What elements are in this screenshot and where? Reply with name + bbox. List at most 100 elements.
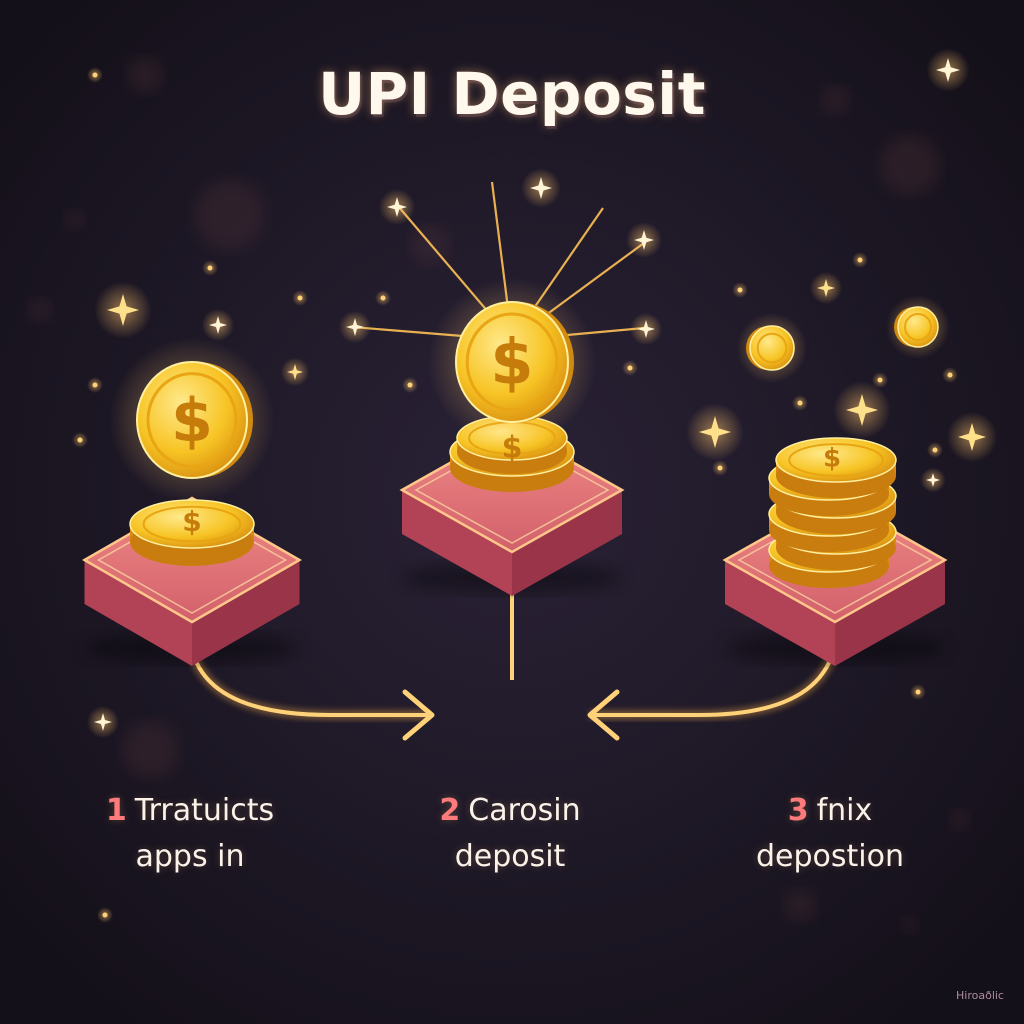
bokeh-1: [195, 180, 265, 250]
star-11: [920, 467, 946, 493]
coin-small-1-rim: [756, 332, 788, 364]
star-2-shape: [209, 316, 227, 334]
coin-2-standing-symbol: $: [490, 326, 533, 399]
bokeh-4: [821, 86, 849, 114]
star-10: [946, 411, 998, 463]
star-4: [379, 189, 415, 225]
bokeh-7: [784, 889, 816, 921]
arrow-left-head: [402, 689, 435, 741]
dot-3: [77, 437, 83, 443]
dot-17: [877, 377, 883, 383]
bokeh-0: [127, 57, 163, 93]
dot-10: [947, 372, 953, 378]
bokeh-9: [28, 298, 52, 322]
coin-small-1-face: [749, 325, 795, 371]
star-8-shape: [699, 416, 731, 448]
star-1-shape: [107, 294, 139, 326]
star-1: [94, 281, 152, 339]
step-2-number: 2: [439, 793, 461, 828]
dot-11: [797, 400, 803, 406]
step-3-line1: fnix: [816, 793, 873, 828]
dot-16: [932, 447, 938, 453]
step-3-number: 3: [787, 793, 809, 828]
dot-5: [380, 295, 386, 301]
star-3: [521, 168, 561, 208]
coin-1-standing: $: [109, 337, 275, 503]
sparkle-stars: [86, 48, 998, 739]
dot-0: [92, 72, 98, 78]
dot-8: [627, 365, 633, 371]
coin-2-standing-rim: [465, 312, 559, 412]
star-9: [833, 381, 891, 439]
star-5: [626, 222, 662, 258]
star-13-shape: [287, 364, 303, 380]
dot-7: [737, 287, 743, 293]
star-2: [201, 308, 235, 342]
star-8: [686, 403, 744, 461]
bokeh-8: [902, 917, 918, 933]
coin-3-stack-5: [775, 437, 897, 498]
coin-3-stack-5-top: [775, 437, 897, 483]
star-0: [926, 48, 970, 92]
coin-1-standing-rim: [146, 372, 238, 468]
star-12: [809, 271, 843, 305]
coin-1-flat-symbol: $: [182, 505, 201, 538]
dot-9: [407, 382, 413, 388]
platform-3-right-face: [835, 560, 945, 666]
star-13: [280, 357, 310, 387]
star-10-shape: [958, 423, 986, 451]
coin-2-standing: $: [428, 278, 596, 446]
bokeh-10: [950, 810, 970, 830]
coin-small-2: [886, 295, 950, 359]
coin-small-2-rim: [904, 313, 932, 341]
coin-small-1: [736, 312, 808, 384]
dot-12: [717, 465, 723, 471]
coins: $$$$$: [109, 278, 950, 588]
star-14-shape: [94, 713, 112, 731]
dot-14: [102, 912, 108, 918]
dot-1: [207, 265, 213, 271]
coin-1-standing-symbol: $: [171, 386, 213, 456]
bokeh-6: [122, 722, 178, 778]
bokeh-particles: [28, 57, 970, 933]
coin-small-2-face: [897, 306, 939, 348]
star-6-shape: [346, 318, 364, 336]
star-7-shape: [637, 320, 655, 338]
dot-2: [92, 382, 98, 388]
step-1-number: 1: [105, 793, 127, 828]
star-7: [629, 312, 663, 346]
step-3-line2: depostion: [756, 839, 904, 874]
coin-3-stack-symbol: $: [823, 443, 841, 473]
bokeh-3: [880, 135, 940, 195]
star-6: [338, 310, 372, 344]
step-1-line1: Trratuicts: [134, 793, 275, 828]
platform-2-left-face: [402, 490, 512, 596]
coin-2-standing-face: [455, 301, 569, 423]
star-11-shape: [926, 473, 940, 487]
star-5-shape: [634, 230, 654, 250]
step-2-line1: Carosin: [468, 793, 581, 828]
step-2-line2: deposit: [454, 839, 566, 874]
watermark: Hiroaðlic: [956, 989, 1004, 1002]
dot-13: [915, 689, 921, 695]
coin-1-standing-face: [136, 361, 248, 479]
arrow-right-head: [587, 689, 620, 741]
dot-4: [297, 295, 303, 301]
star-0-shape: [936, 58, 960, 82]
platform-1-left-face: [84, 560, 192, 666]
step-1-line2: apps in: [135, 839, 245, 874]
star-14: [86, 705, 120, 739]
star-12-shape: [817, 279, 835, 297]
platform-2-right-face: [512, 490, 622, 596]
platform-3-left-face: [725, 560, 835, 666]
platform-1-right-face: [192, 560, 300, 666]
star-3-shape: [530, 177, 552, 199]
bokeh-5: [65, 210, 85, 230]
dot-6: [857, 257, 863, 263]
coin-3-stack-5-rim: [788, 443, 884, 477]
